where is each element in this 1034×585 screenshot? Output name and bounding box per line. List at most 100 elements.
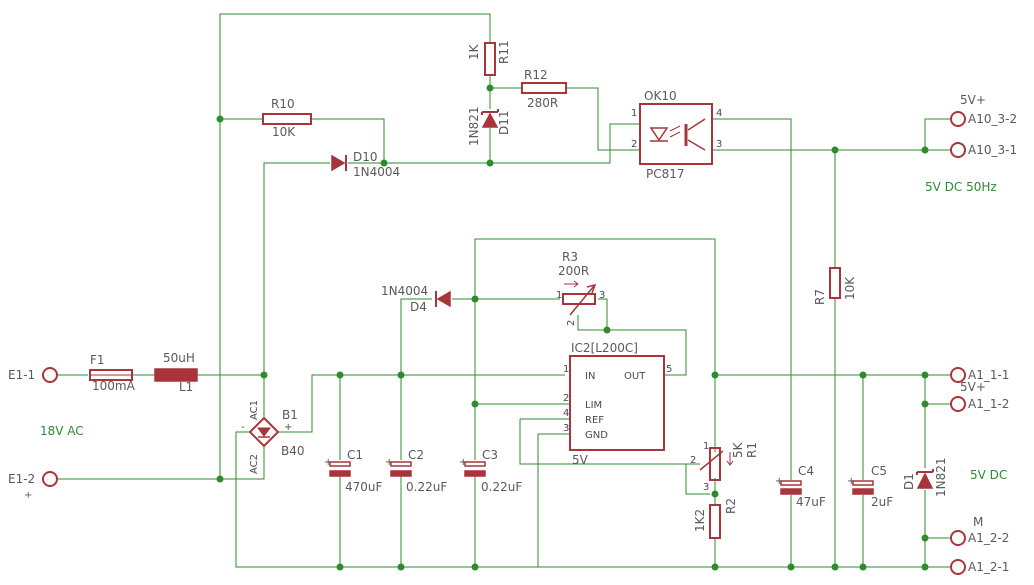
d4-value: 1N4004 <box>381 284 428 298</box>
a1-1-1-label: A1_1-1 <box>968 368 1009 382</box>
bridge-ac2: AC2 <box>249 454 260 474</box>
svg-text:+: + <box>459 457 467 468</box>
trimmer-r1-symbol <box>699 447 734 481</box>
fuse-value: 100mA <box>92 379 136 393</box>
opto-ref: OK10 <box>644 89 677 103</box>
a10-3-1-label: A10_3-1 <box>968 143 1017 157</box>
ic2-regulator-symbol <box>569 355 665 451</box>
optocoupler-ok10-symbol <box>639 103 713 165</box>
ic2-lim-label: LIM <box>585 400 602 411</box>
c2-value: 0.22uF <box>406 480 447 494</box>
terminal-e1-1 <box>42 367 58 383</box>
m-label: M <box>973 515 983 529</box>
r3-ref: R3 <box>562 250 578 264</box>
inductor-l1-symbol <box>154 368 198 382</box>
opto-pin3: 3 <box>716 139 722 150</box>
trimmer-r3-symbol <box>562 280 597 316</box>
e1-2-mark: + <box>24 490 32 501</box>
resistor-r10-symbol <box>262 113 312 125</box>
d10-ref: D10 <box>353 150 378 164</box>
zener-d1-symbol <box>916 469 934 489</box>
svg-text:+: + <box>847 476 855 487</box>
d4-ref: D4 <box>410 300 427 314</box>
c1-value: 470uF <box>345 480 383 494</box>
ic2-ref-label: REF <box>585 415 604 426</box>
bridge-ac1: AC1 <box>249 400 260 420</box>
r7-ref: R7 <box>813 289 827 305</box>
a10-3-2-label: A10_3-2 <box>968 112 1017 126</box>
bridge-ref: B1 <box>282 408 298 422</box>
c5-value: 2uF <box>871 495 893 509</box>
resistor-r2-symbol <box>709 504 721 539</box>
out-bottom-5v: 5V+ <box>960 380 986 394</box>
capacitor-c4-symbol: + <box>775 476 802 495</box>
bridge-b1-symbol <box>248 416 280 448</box>
ic2-pin1: 1 <box>563 364 569 375</box>
terminal-a1-2-1 <box>950 559 966 575</box>
out-top-5v: 5V+ <box>960 93 986 107</box>
d10-value: 1N4004 <box>353 165 400 179</box>
resistor-r12-symbol <box>521 82 567 94</box>
opto-pin4: 4 <box>716 108 722 119</box>
inductor-ref: L1 <box>179 380 193 394</box>
r12-ref: R12 <box>524 68 548 82</box>
r11-ref: R11 <box>497 40 511 64</box>
ic2-pin5: 5 <box>666 364 672 375</box>
ic2-gnd-label: GND <box>585 430 608 441</box>
a1-2-1-label: A1_2-1 <box>968 560 1009 574</box>
terminal-e1-2 <box>42 471 58 487</box>
r2-ref: R2 <box>724 498 738 514</box>
opto-pin2: 2 <box>631 139 637 150</box>
r10-ref: R10 <box>271 97 295 111</box>
a1-2-2-label: A1_2-2 <box>968 531 1009 545</box>
diode-d4-symbol <box>435 290 451 308</box>
ic2-in-label: IN <box>585 371 595 382</box>
wires <box>58 13 950 568</box>
input-voltage-label: 18V AC <box>40 424 84 438</box>
svg-text:+: + <box>385 457 393 468</box>
d1-ref: D1 <box>902 473 916 490</box>
svg-text:+: + <box>324 457 332 468</box>
out-bottom-label: 5V DC <box>970 468 1007 482</box>
ic2-pin2: 2 <box>563 393 569 404</box>
r10-value: 10K <box>272 125 296 139</box>
terminal-a1-2-2 <box>950 530 966 546</box>
c3-value: 0.22uF <box>481 480 522 494</box>
resistor-r7-symbol <box>829 267 841 299</box>
bridge-value: B40 <box>281 444 305 458</box>
capacitor-c5-symbol: + <box>847 476 874 495</box>
fuse-ref: F1 <box>90 353 105 367</box>
d1-value: 1N821 <box>934 457 948 497</box>
r1-pin2: 2 <box>690 455 696 466</box>
c3-ref: C3 <box>482 448 498 462</box>
c4-value: 47uF <box>796 495 826 509</box>
r3-value: 200R <box>558 264 589 278</box>
r2-value: 1K2 <box>693 509 707 532</box>
capacitor-c1-symbol: + <box>324 457 351 477</box>
resistor-r11-symbol <box>484 42 496 76</box>
r3-pin1: 1 <box>556 290 562 301</box>
ic2-out-label: OUT <box>624 371 646 382</box>
bridge-plus: + <box>284 422 292 433</box>
d11-value: 1N821 <box>467 106 481 146</box>
e1-2-label: E1-2 <box>8 472 35 486</box>
r7-value: 10K <box>843 276 857 300</box>
ic2-pin3: 3 <box>563 423 569 434</box>
c4-ref: C4 <box>798 464 814 478</box>
terminal-a1-1-2 <box>950 396 966 412</box>
r3-pin3: 3 <box>599 290 605 301</box>
inductor-value: 50uH <box>163 351 195 365</box>
r1-value: 5K <box>731 441 745 458</box>
c1-ref: C1 <box>347 448 363 462</box>
ic2-ref: IC2[L200C] <box>571 341 638 355</box>
opto-value: PC817 <box>646 167 685 181</box>
terminal-a10-3-1 <box>950 142 966 158</box>
a1-1-2-label: A1_1-2 <box>968 397 1009 411</box>
capacitor-c3-symbol: + <box>459 457 486 477</box>
out-top-label: 5V DC 50Hz <box>925 180 997 194</box>
diode-d10-symbol <box>331 154 347 172</box>
r1-ref: R1 <box>745 442 759 458</box>
e1-1-label: E1-1 <box>8 368 35 382</box>
ic2-5v-label: 5V <box>572 453 589 467</box>
